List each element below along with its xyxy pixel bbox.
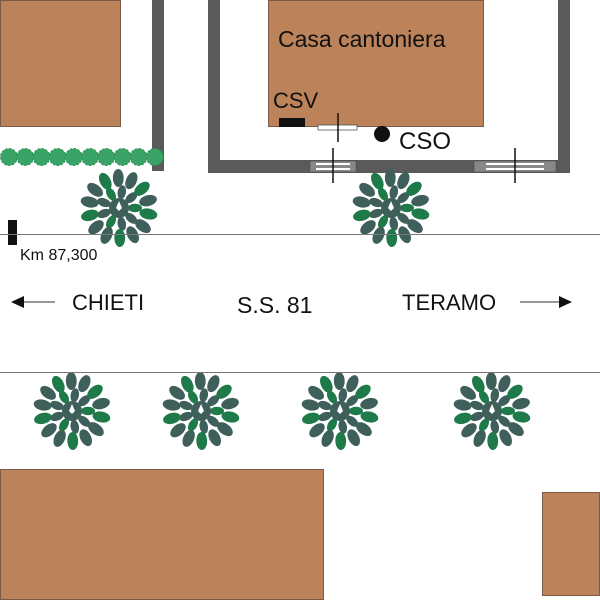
km-marker [8, 220, 17, 245]
hedge-bush [32, 148, 51, 166]
teramo-label: TERAMO [402, 290, 497, 315]
tree-icon [162, 372, 240, 450]
house-label: Casa cantoniera [278, 26, 446, 52]
wall-enclosure-left [208, 0, 220, 173]
km-label: Km 87,300 [20, 247, 98, 264]
csv-label: CSV [273, 88, 319, 113]
hedge-bush [97, 148, 116, 166]
hedge-bush [81, 148, 99, 166]
arrow-to-teramo [520, 296, 572, 308]
wall-left-vertical [152, 0, 164, 171]
road-edge-top [0, 234, 600, 235]
gate-right [473, 148, 557, 183]
wall-enclosure-right [558, 0, 570, 173]
chieti-label: CHIETI [72, 290, 145, 315]
hedge-bush [48, 148, 67, 166]
hedge-bush [0, 148, 18, 166]
tree-icon [80, 169, 158, 247]
csv-marker [279, 118, 305, 127]
casa-cantoniera-building [268, 0, 484, 127]
hedge-bush [113, 148, 132, 166]
building-top-left [0, 0, 121, 127]
tree-icon [352, 169, 430, 247]
house-door [317, 113, 358, 142]
gate-left [309, 148, 357, 183]
tree-icon [301, 372, 379, 450]
hedge-bush [16, 148, 35, 166]
road-label: S.S. 81 [237, 292, 313, 318]
cso-marker [374, 126, 390, 142]
hedge-row [0, 148, 164, 166]
hedge-bush [145, 148, 164, 166]
arrow-to-chieti [11, 296, 55, 308]
tree-group [33, 169, 531, 450]
tree-icon [33, 372, 111, 450]
tree-icon [453, 372, 531, 450]
road-edge-bottom [0, 372, 600, 373]
hedge-bush [129, 148, 148, 166]
hedge-bush [64, 148, 83, 166]
cso-label: CSO [399, 128, 452, 155]
